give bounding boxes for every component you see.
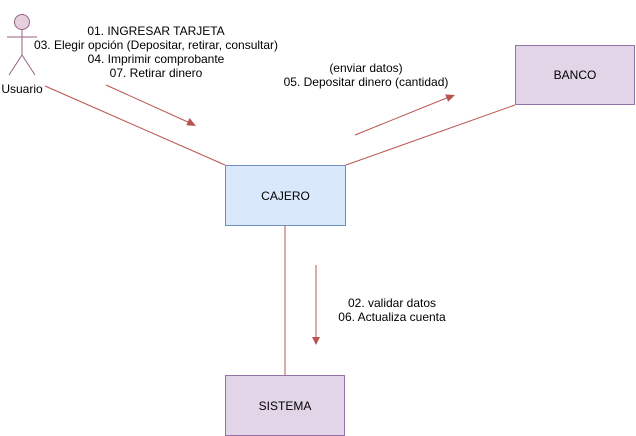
message-validar-datos: 02. validar datos [347, 296, 437, 310]
stick-figure-icon [7, 14, 37, 76]
association-usuario-cajero [44, 85, 226, 166]
message-ingresar-tarjeta: 01. INGRESAR TARJETA [87, 24, 225, 38]
message-arrow-usuario-to-cajero [105, 84, 196, 126]
message-enviar-datos: (enviar datos) [329, 61, 403, 75]
message-retirar-dinero: 07. Retirar dinero [109, 66, 203, 80]
message-imprimir-comprobante: 04. Imprimir comprobante [87, 52, 225, 66]
messages-cajero-banco: (enviar datos) 05. Depositar dinero (can… [274, 61, 458, 89]
node-cajero: CAJERO [225, 165, 346, 226]
message-arrow-cajero-to-banco [354, 94, 455, 136]
message-elegir-opcion: 03. Elegir opción (Depositar, retirar, c… [33, 38, 279, 52]
messages-usuario-cajero: 01. INGRESAR TARJETA 03. Elegir opción (… [24, 24, 288, 80]
node-sistema-label: SISTEMA [258, 398, 312, 413]
association-cajero-banco [345, 104, 516, 166]
node-cajero-label: CAJERO [261, 188, 310, 203]
node-banco-label: BANCO [553, 68, 597, 82]
message-depositar-dinero: 05. Depositar dinero (cantidad) [283, 75, 449, 89]
node-banco: BANCO [515, 45, 635, 105]
message-actualiza-cuenta: 06. Actualiza cuenta [338, 310, 446, 324]
actor-label-usuario: Usuario [1, 82, 43, 96]
messages-cajero-sistema: 02. validar datos 06. Actualiza cuenta [332, 296, 452, 324]
message-arrow-cajero-to-sistema [312, 265, 320, 345]
node-sistema: SISTEMA [225, 375, 345, 436]
